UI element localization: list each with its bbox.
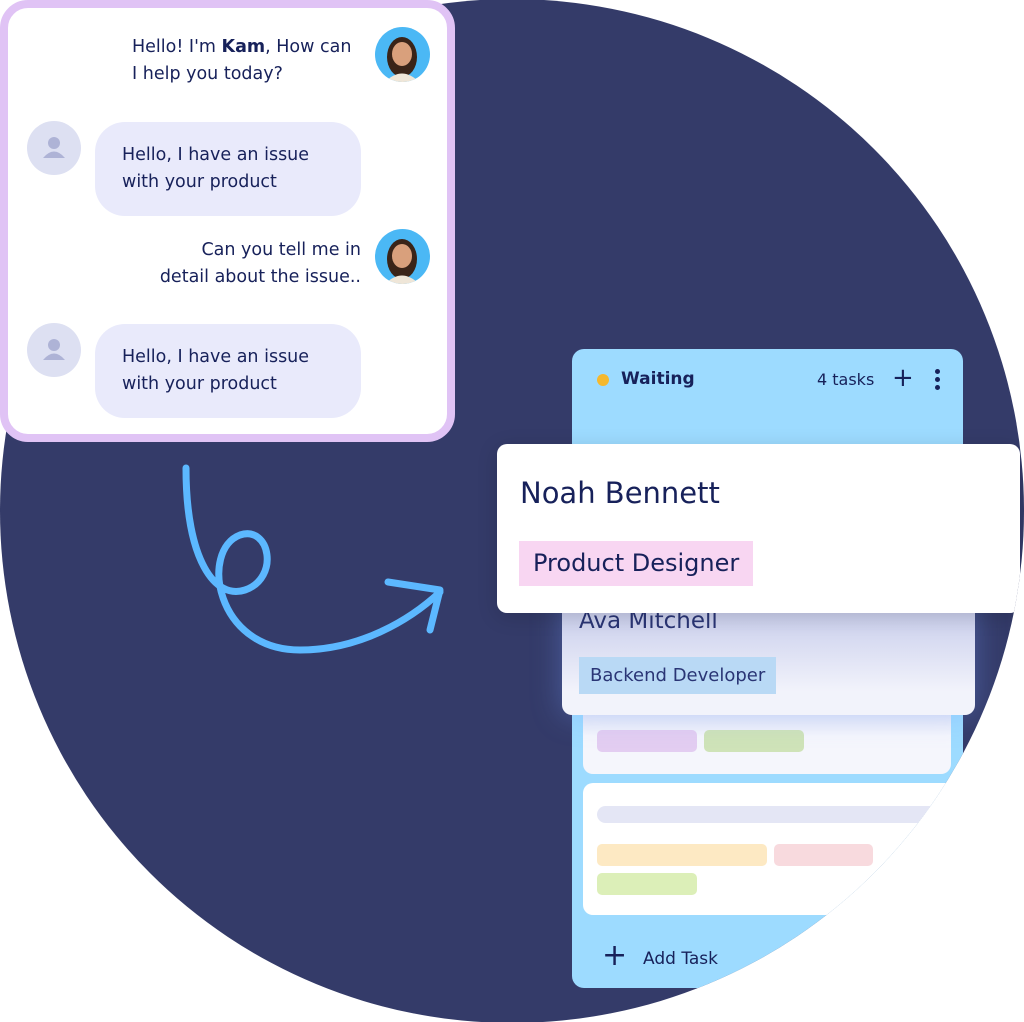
user-avatar <box>27 323 81 377</box>
card-name: Noah Bennett <box>520 476 720 510</box>
placeholder-tag <box>597 873 697 895</box>
status-dot <box>597 374 609 386</box>
more-options-icon[interactable] <box>935 369 941 390</box>
agent-avatar <box>375 27 430 82</box>
placeholder-tag <box>774 844 873 866</box>
add-task-button[interactable]: Add Task <box>643 949 719 969</box>
user-avatar <box>27 121 81 175</box>
task-count: 4 tasks <box>817 370 875 389</box>
placeholder-tag <box>597 730 697 752</box>
placeholder-tag <box>597 844 767 866</box>
column-title: Waiting <box>621 369 695 389</box>
agent-message: Hello! I'm Kam, How can I help you today… <box>132 37 352 84</box>
role-tag: Backend Developer <box>579 657 777 694</box>
add-icon[interactable]: + <box>892 363 914 393</box>
placeholder-tag <box>704 730 804 752</box>
placeholder-bar <box>597 806 957 823</box>
add-task-icon[interactable]: + <box>602 938 628 973</box>
agent-avatar <box>375 229 430 284</box>
task-card-noah[interactable]: Noah Bennett Product Designer <box>497 444 1020 613</box>
role-tag: Product Designer <box>519 541 754 586</box>
agent-name: Kam <box>221 37 266 57</box>
chat-window: Hello! I'm Kam, How can I help you today… <box>0 0 455 442</box>
